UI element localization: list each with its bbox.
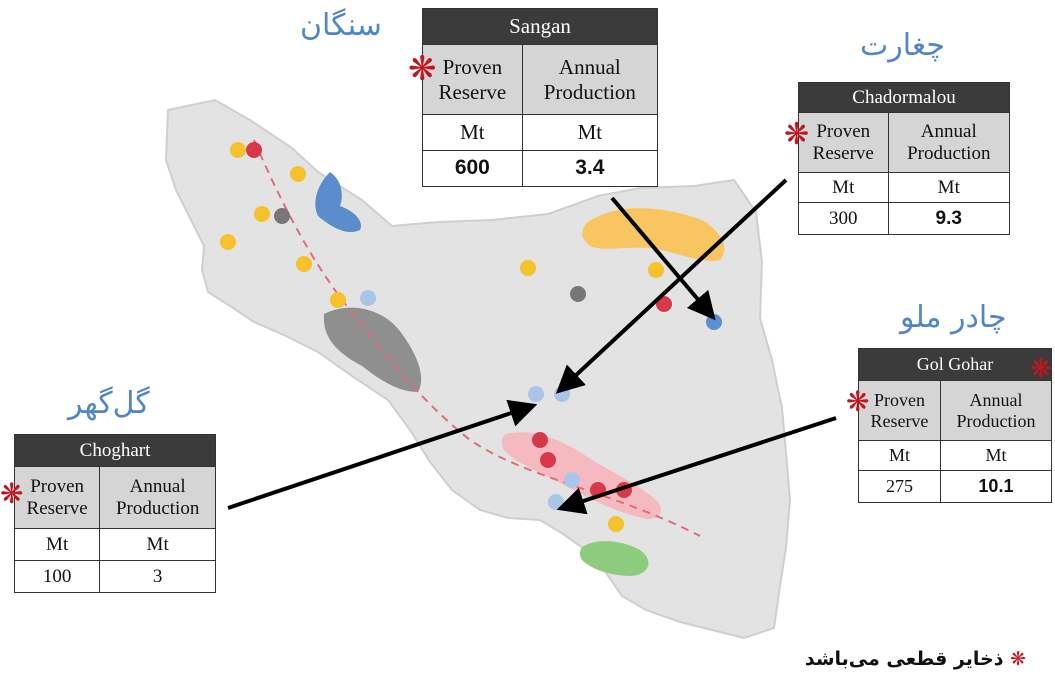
table-title: Chadormalou <box>798 82 1010 113</box>
mine-site-dot <box>706 314 722 330</box>
proven-marker-icon: ❋ <box>408 49 437 89</box>
mine-site-dot <box>528 386 544 402</box>
footnote: ❋ ذخایر قطعی می‌باشد <box>756 648 1026 670</box>
proven-marker-icon: ❋ <box>1030 354 1052 384</box>
mine-site-dot <box>570 286 586 302</box>
desert-zone-shape <box>582 208 725 261</box>
mine-site-dot <box>330 292 346 308</box>
mine-site-dot <box>296 256 312 272</box>
label-choghart-persian: گل‌گهر <box>68 386 150 421</box>
header-line: Annual <box>969 389 1023 410</box>
annual-production-header: Annual Production <box>521 44 659 115</box>
reserve-value: 275 <box>858 470 941 503</box>
header-line: Annual <box>920 120 977 142</box>
header-line: Reserve <box>26 497 88 519</box>
arrow-chadormalou <box>555 178 788 394</box>
proven-reserve-header: Proven Reserve <box>422 44 523 115</box>
production-value: 3.4 <box>521 150 659 187</box>
production-value: 9.3 <box>887 202 1011 235</box>
production-value: 10.1 <box>939 470 1053 503</box>
mine-site-dot <box>548 494 564 510</box>
mine-site-dot <box>532 432 548 448</box>
label-golgohar-persian: چادر ملو <box>900 300 1007 335</box>
golgohar-table: Gol Gohar Proven Reserve Annual Producti… <box>858 348 1053 503</box>
header-line: Proven <box>873 389 925 410</box>
mine-site-dots <box>220 142 722 532</box>
arrow-golgohar <box>556 416 837 515</box>
proven-marker-icon: ❋ <box>0 477 24 510</box>
header-line: Reserve <box>438 79 507 104</box>
label-chadormalou-persian: چغارت <box>860 28 945 63</box>
caspian-lake-shape <box>315 172 362 233</box>
header-line: Production <box>907 142 991 164</box>
proven-marker-icon: ❋ <box>846 385 870 418</box>
header-line: Annual <box>558 55 621 80</box>
header-line: Proven <box>816 120 871 142</box>
header-line: Reserve <box>870 410 929 431</box>
mine-site-dot <box>648 262 664 278</box>
chadormalou-table: Chadormalou Proven Reserve Annual Produc… <box>798 82 1011 235</box>
mine-site-dot <box>274 208 290 224</box>
footnote-text: ذخایر قطعی می‌باشد <box>804 648 1004 670</box>
reserve-value: 100 <box>13 560 101 593</box>
reserve-value: 600 <box>422 150 523 187</box>
arrow-choghart <box>227 399 538 510</box>
production-unit: Mt <box>939 440 1053 471</box>
proven-reserve-header: Proven Reserve <box>858 380 941 441</box>
header-line: Production <box>115 497 200 519</box>
table-title: Sangan <box>422 8 658 45</box>
header-line: Reserve <box>812 142 874 164</box>
header-line: Annual <box>129 475 186 497</box>
mine-site-dot <box>290 166 306 182</box>
footnote-marker-icon: ❋ <box>1010 648 1026 670</box>
table-title: Gol Gohar <box>858 348 1052 381</box>
annual-production-header: Annual Production <box>887 112 1011 173</box>
reserve-value: 300 <box>798 202 889 235</box>
mine-site-dot <box>360 290 376 306</box>
production-unit: Mt <box>99 528 216 561</box>
choghart-table: Choghart Proven Reserve Annual Productio… <box>13 434 216 593</box>
table-title: Choghart <box>14 434 216 467</box>
reserve-unit: Mt <box>422 114 523 151</box>
mine-site-dot <box>230 142 246 158</box>
reserve-unit: Mt <box>798 172 889 203</box>
header-line: Proven <box>442 55 503 80</box>
arrow-sangan <box>610 196 716 321</box>
mine-site-dot <box>246 142 262 158</box>
header-line: Production <box>543 79 636 104</box>
mine-site-dot <box>564 472 580 488</box>
proven-marker-icon: ❋ <box>784 117 810 152</box>
mine-site-dot <box>254 206 270 222</box>
mine-site-dot <box>520 260 536 276</box>
mine-site-dot <box>608 516 624 532</box>
proven-reserve-header: Proven Reserve <box>798 112 889 173</box>
annual-production-header: Annual Production <box>939 380 1053 441</box>
mine-site-dot <box>220 234 236 250</box>
header-line: Proven <box>30 475 85 497</box>
sangan-table: Sangan Proven Reserve Annual Production … <box>422 8 659 187</box>
label-sangan-persian: سنگان <box>300 8 382 43</box>
header-line: Production <box>956 410 1036 431</box>
reserve-unit: Mt <box>13 528 101 561</box>
production-value: 3 <box>99 560 216 593</box>
reserve-unit: Mt <box>858 440 941 471</box>
salt-lake-shape <box>323 307 422 392</box>
green-zone-shape <box>579 541 649 576</box>
production-unit: Mt <box>887 172 1011 203</box>
proven-reserve-header: Proven Reserve <box>13 466 101 529</box>
production-unit: Mt <box>521 114 659 151</box>
mine-site-dot <box>540 452 556 468</box>
mine-site-dot <box>656 296 672 312</box>
annual-production-header: Annual Production <box>99 466 216 529</box>
